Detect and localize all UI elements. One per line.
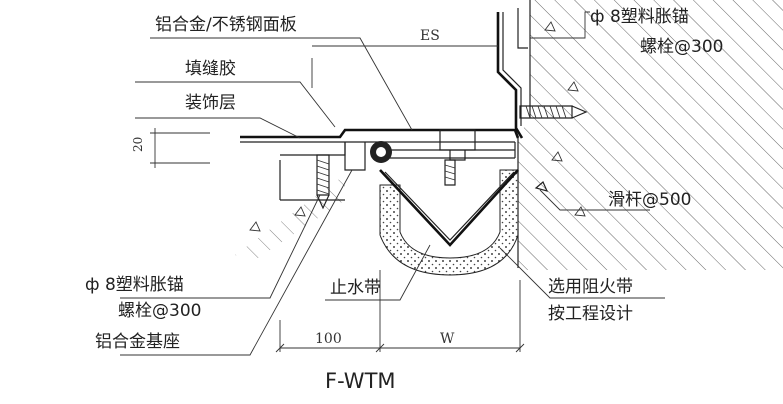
leader-lines	[120, 11, 665, 356]
label-slide-bar: 滑杆@500	[608, 190, 691, 210]
label-sealant: 填缝胶	[185, 59, 236, 79]
slide-bar-pivot	[370, 141, 392, 163]
label-thickness: 20	[131, 137, 145, 152]
label-es: ES	[420, 28, 440, 44]
label-base: 铝合金基座	[95, 332, 180, 352]
fire-barrier	[379, 169, 519, 276]
label-anchor-left-2: 螺栓@300	[118, 301, 201, 321]
label-anchor-top-2: 螺栓@300	[640, 37, 723, 57]
label-anchor-left-1: ф 8塑料胀锚	[85, 275, 184, 295]
top-anchor-bolt	[519, 105, 588, 119]
label-water-stop: 止水带	[330, 278, 381, 298]
diagram-caption: F-WTM	[325, 369, 396, 393]
label-fire-2: 按工程设计	[548, 304, 633, 324]
label-panel: 铝合金/不锈钢面板	[155, 15, 297, 35]
label-dim-w: W	[440, 331, 455, 347]
wall-plate	[496, 8, 528, 139]
label-dim-100: 100	[315, 331, 342, 347]
left-anchor-bolt	[316, 154, 330, 210]
label-anchor-top-1: ф 8塑料胀锚	[590, 7, 689, 27]
label-fire-1: 选用阻火带	[548, 277, 633, 297]
dimensions	[150, 45, 525, 353]
water-stop	[379, 169, 519, 247]
mid-anchor-bolt	[444, 159, 456, 186]
label-decor: 装饰层	[185, 93, 236, 113]
